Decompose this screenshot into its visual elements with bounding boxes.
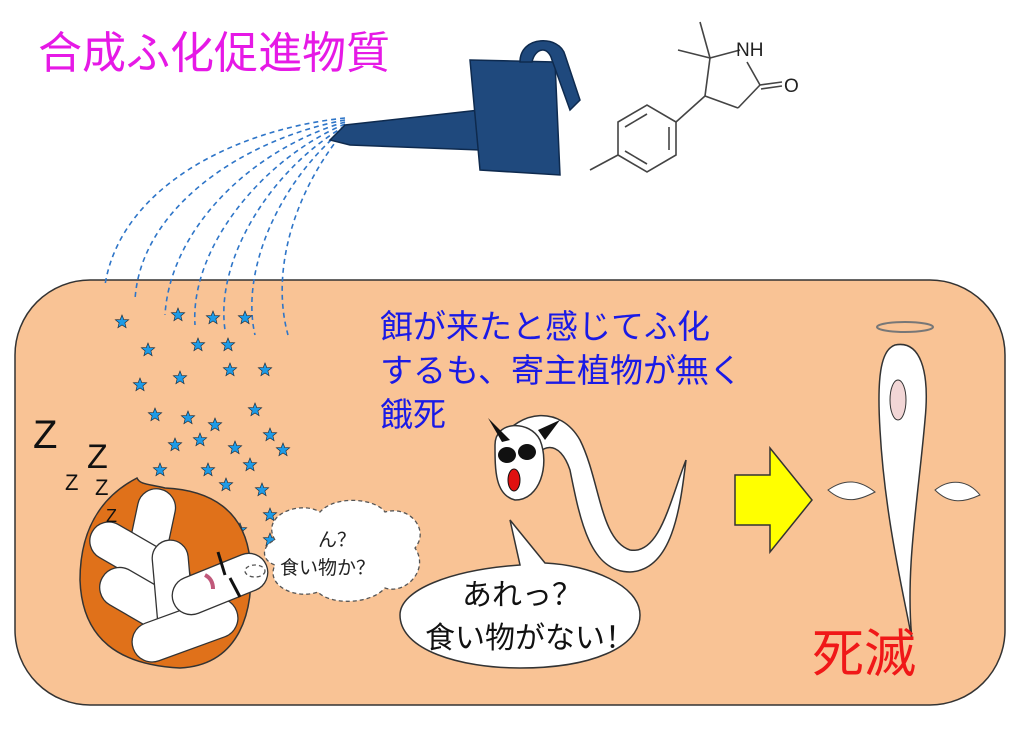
- sleep-letter: Z: [95, 475, 108, 500]
- star-icon: [172, 370, 188, 385]
- star-icon: [180, 410, 196, 425]
- seed-with-larvae: [79, 476, 269, 669]
- star-icon: [140, 342, 156, 357]
- star-icon: [242, 457, 258, 472]
- chemical-structure: [589, 21, 783, 173]
- sleep-letter: Z: [87, 438, 108, 476]
- speech-line-2: 食い物がない！: [425, 621, 635, 656]
- water-streams: [104, 117, 346, 336]
- star-icon: [247, 402, 263, 417]
- star-icon: [237, 310, 253, 325]
- title: 合成ふ化促進物質: [38, 28, 390, 79]
- star-icon: [207, 417, 223, 432]
- halo-icon: [876, 321, 934, 333]
- sleep-letter: Z: [33, 413, 57, 457]
- star-icon: [190, 337, 206, 352]
- thought-bubble: [244, 499, 421, 602]
- thought-line-1: ん？: [318, 529, 356, 551]
- star-icon: [147, 407, 163, 422]
- nh-label: NH: [736, 40, 763, 61]
- star-icon: [218, 477, 234, 492]
- sleep-letter: Z: [106, 506, 117, 526]
- star-icon: [222, 362, 238, 377]
- thought-line-2: 食い物か？: [280, 557, 375, 579]
- right-arrow-icon: [734, 445, 813, 555]
- caption-line-2: するも、寄主植物が無く: [380, 351, 742, 390]
- star-icon: [167, 437, 183, 452]
- star-icon: [200, 462, 216, 477]
- star-icon: [262, 427, 278, 442]
- worm-character: [488, 414, 687, 573]
- sleep-letter: Z: [65, 470, 78, 495]
- star-icon: [220, 337, 236, 352]
- stars: [114, 307, 291, 557]
- watering-can-icon: [328, 40, 581, 176]
- caption-line-1: 餌が来たと感じてふ化: [380, 307, 710, 346]
- star-icon: [192, 432, 208, 447]
- star-icon: [170, 307, 186, 322]
- speech-bubble: [399, 519, 641, 669]
- speech-line-1: あれっ？: [462, 578, 582, 613]
- star-icon: [262, 507, 278, 522]
- dead-worm-angel: [827, 321, 981, 641]
- star-icon: [257, 362, 273, 377]
- star-icon: [227, 440, 243, 455]
- star-icon: [205, 310, 221, 325]
- star-icon: [114, 314, 130, 329]
- star-icon: [152, 462, 168, 477]
- o-label: O: [784, 76, 799, 97]
- star-icon: [132, 377, 148, 392]
- result-label: 死滅: [812, 625, 916, 685]
- caption-line-3: 餓死: [380, 395, 446, 434]
- star-icon: [275, 442, 291, 457]
- star-icon: [254, 482, 270, 497]
